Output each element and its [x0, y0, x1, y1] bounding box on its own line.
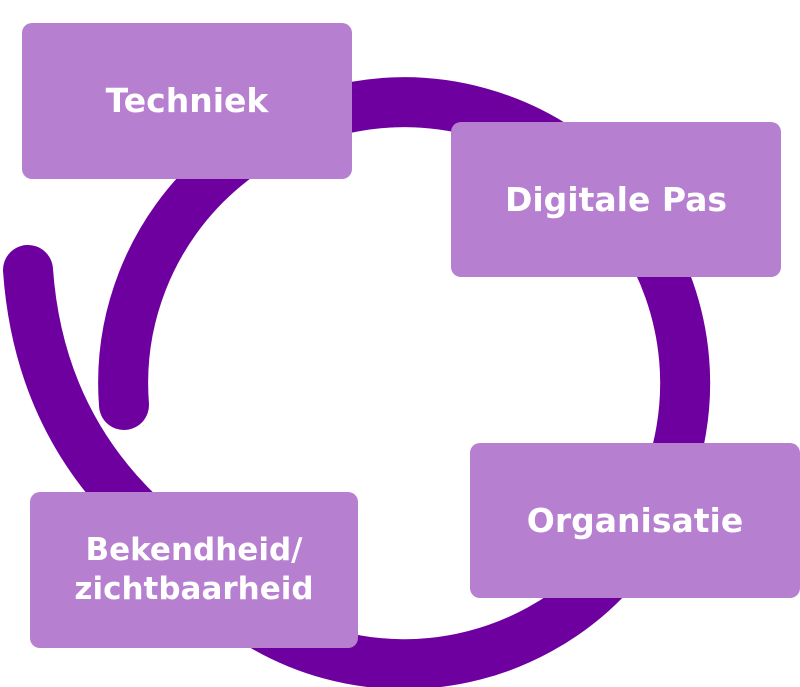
box-bekendheid: Bekendheid/ zichtbaarheid	[30, 492, 358, 648]
box-bekendheid-line2: zichtbaarheid	[74, 571, 314, 607]
box-organisatie-label: Organisatie	[526, 500, 744, 540]
box-techniek: Techniek	[22, 23, 352, 179]
box-techniek-label: Techniek	[105, 81, 269, 121]
box-organisatie: Organisatie	[470, 443, 800, 598]
box-bekendheid-line1: Bekendheid/	[85, 532, 303, 569]
box-digitale-pas-label: Digitale Pas	[504, 179, 728, 219]
box-bekendheid-label: Bekendheid/ zichtbaarheid	[74, 531, 313, 609]
box-digitale-pas: Digitale Pas	[451, 122, 781, 277]
